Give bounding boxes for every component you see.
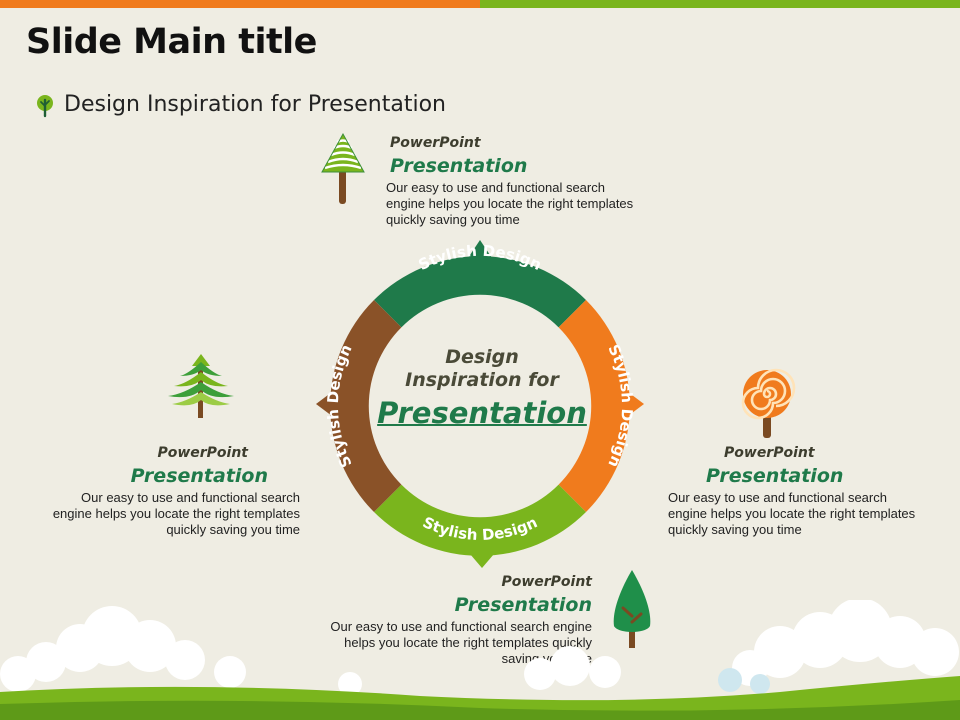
cycle-ring: Stylish Design Stylish Design Stylish De… [316,240,644,568]
block-body: Our easy to use and functional search en… [386,180,634,227]
top-bar-orange-segment [0,0,480,8]
center-line-2: Inspiration for [405,369,559,391]
fir-tree-icon [168,354,234,418]
center-line-3: Presentation [377,396,587,430]
top-bar-green-segment [480,0,960,8]
block-heading: Presentation [130,465,268,487]
text-block-bottom: PowerPoint Presentation Our easy to use … [330,574,592,667]
slide-title: Slide Main title [26,22,317,62]
block-body: Our easy to use and functional search en… [330,619,592,666]
ring-segment-left [330,300,402,512]
block-kicker: PowerPoint [390,135,481,151]
block-body: Our easy to use and functional search en… [668,490,916,537]
top-accent-bar [0,0,960,8]
ring-segment-right [558,300,630,512]
block-body: Our easy to use and functional search en… [52,490,300,537]
slide-subtitle: Design Inspiration for Presentation [64,92,446,117]
ground-clouds-decoration [0,600,960,720]
ring-center-text: Design Inspiration for Presentation [370,346,594,430]
cone-tree-icon [613,570,651,648]
ring-arrow-left [316,392,332,416]
block-kicker: PowerPoint [157,445,248,461]
block-kicker: PowerPoint [501,574,592,590]
pine-tree-icon [321,132,365,204]
center-line-1: Design [445,346,519,368]
ring-arrow-bottom [470,554,494,568]
block-heading: Presentation [390,155,528,177]
ring-arrow-right [628,392,644,416]
ring-segment-top [374,256,586,328]
ring-arrow-top [468,240,492,258]
small-tree-icon [37,95,53,118]
text-block-left: PowerPoint Presentation Our easy to use … [40,445,300,538]
block-heading: Presentation [454,594,592,616]
lollipop-tree-icon [741,368,796,438]
block-kicker: PowerPoint [724,445,815,461]
text-block-right: PowerPoint Presentation Our easy to use … [668,445,928,538]
block-heading: Presentation [706,465,844,487]
ring-segment-bottom [374,484,586,556]
text-block-top: PowerPoint Presentation Our easy to use … [386,135,646,228]
